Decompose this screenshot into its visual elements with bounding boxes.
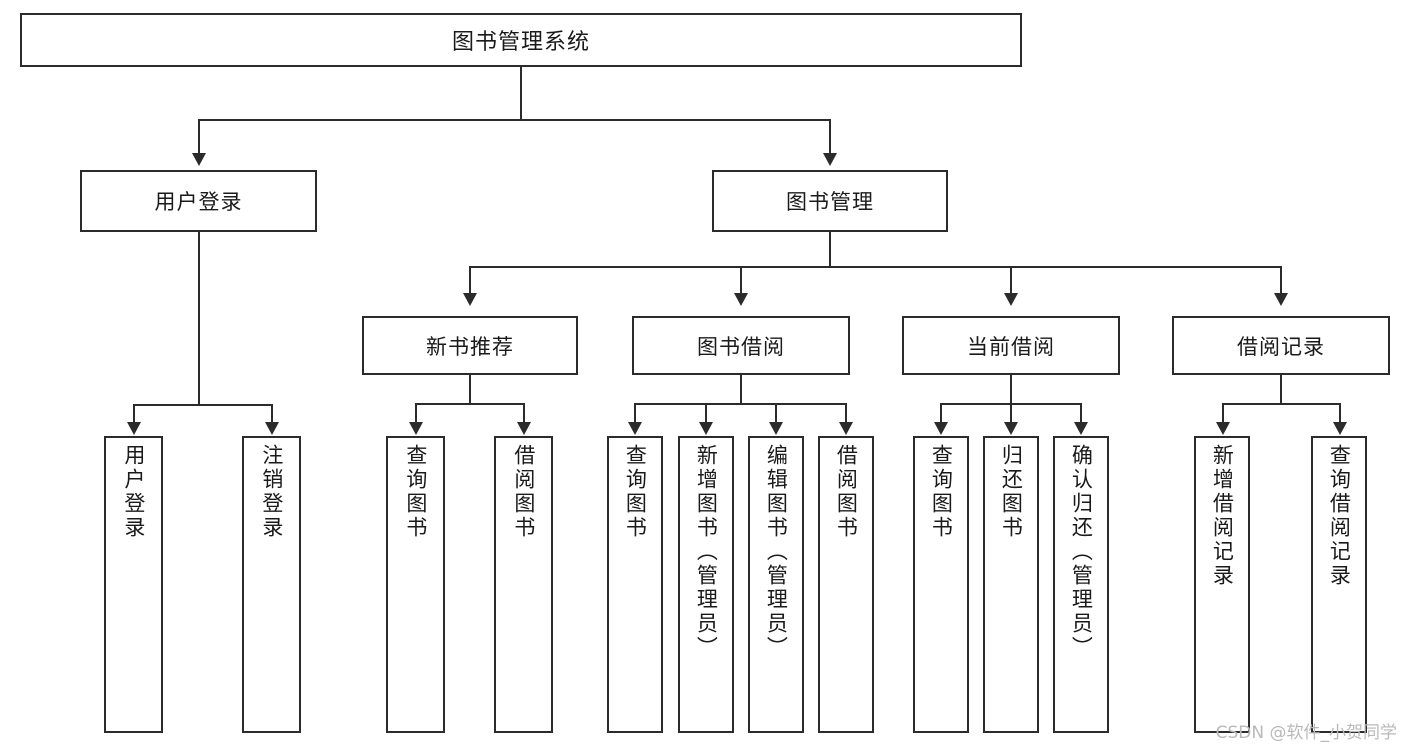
leaf-new-book-recommend-0[interactable]: 查询图书 [386, 436, 445, 733]
node-label: 图书管理 [786, 190, 874, 214]
arrowhead-to-borrow-record [1274, 293, 1288, 306]
arrowhead-current-borrow-child-1 [1004, 422, 1018, 435]
connector-root-stem [520, 67, 522, 120]
arrowhead-new-book-recommend-child-0 [409, 422, 423, 435]
node-label: 用户登录 [154, 190, 243, 214]
leaf-book-borrow-0[interactable]: 查询图书 [607, 436, 663, 733]
arrowhead-current-borrow-child-2 [1074, 422, 1088, 435]
connector-to-new-book-recommend [469, 266, 471, 293]
leaf-label: 查询图书 [929, 444, 954, 540]
connector-borrow-record-child-1 [1339, 403, 1341, 422]
node-borrow-record[interactable]: 借阅记录 [1172, 316, 1390, 375]
arrowhead-book-borrow-child-3 [839, 422, 853, 435]
connector-borrow-record-bus [1222, 403, 1340, 405]
arrowhead-borrow-record-child-1 [1333, 422, 1347, 435]
connector-borrow-record-child-0 [1222, 403, 1224, 422]
leaf-book-borrow-2[interactable]: 编辑图书（管理员） [748, 436, 804, 733]
leaf-label: 编辑图书（管理员） [764, 444, 789, 660]
connector-level2-bus [198, 119, 830, 121]
arrowhead-to-book-borrow [734, 293, 748, 306]
connector-to-current-borrow [1010, 266, 1012, 293]
leaf-label: 新增借阅记录 [1210, 444, 1235, 588]
leaf-label: 查询借阅记录 [1327, 444, 1352, 588]
leaf-label: 归还图书 [999, 444, 1024, 540]
node-label: 当前借阅 [967, 334, 1055, 359]
node-root-book-management-system[interactable]: 图书管理系统 [20, 13, 1022, 67]
connector-new-book-recommend-stem [469, 375, 471, 404]
leaf-book-borrow-1[interactable]: 新增图书（管理员） [678, 436, 734, 733]
node-label: 图书借阅 [697, 334, 785, 359]
leaf-label: 查询图书 [403, 444, 428, 540]
arrowhead-user-login-child-1 [265, 422, 279, 435]
connector-current-borrow-child-2 [1080, 403, 1082, 422]
leaf-borrow-record-1[interactable]: 查询借阅记录 [1311, 436, 1367, 733]
connector-book-borrow-child-2 [775, 403, 777, 422]
leaf-label: 查询图书 [623, 444, 648, 540]
leaf-current-borrow-1[interactable]: 归还图书 [983, 436, 1039, 733]
connector-book-borrow-bus [634, 403, 847, 405]
connector-level3-bus [469, 266, 1281, 268]
connector-user-login-bus [133, 404, 272, 406]
node-label: 新书推荐 [426, 334, 514, 359]
node-label: 图书管理系统 [451, 30, 590, 55]
connector-to-book-management [829, 119, 831, 153]
node-book-borrow[interactable]: 图书借阅 [632, 316, 850, 375]
node-label: 借阅记录 [1237, 334, 1325, 359]
leaf-borrow-record-0[interactable]: 新增借阅记录 [1194, 436, 1250, 733]
connector-current-borrow-child-1 [1010, 403, 1012, 422]
leaf-user-login-0[interactable]: 用户登录 [104, 436, 163, 733]
connector-user-login-stem [198, 232, 200, 405]
connector-new-book-recommend-bus [415, 403, 524, 405]
leaf-label: 确认归还（管理员） [1069, 444, 1094, 660]
arrowhead-book-borrow-child-0 [628, 422, 642, 435]
node-user-login[interactable]: 用户登录 [80, 170, 317, 232]
connector-book-management-stem [829, 232, 831, 267]
connector-to-user-login [198, 119, 200, 153]
arrowhead-book-borrow-child-1 [699, 422, 713, 435]
leaf-current-borrow-0[interactable]: 查询图书 [913, 436, 969, 733]
leaf-user-login-1[interactable]: 注销登录 [242, 436, 301, 733]
leaf-current-borrow-2[interactable]: 确认归还（管理员） [1053, 436, 1109, 733]
leaf-label: 新增图书（管理员） [694, 444, 719, 660]
connector-borrow-record-stem [1280, 375, 1282, 404]
connector-book-borrow-stem [740, 375, 742, 404]
arrowhead-to-new-book-recommend [463, 293, 477, 306]
node-new-book-recommend[interactable]: 新书推荐 [362, 316, 578, 375]
connector-user-login-child-1 [271, 404, 273, 422]
arrowhead-to-current-borrow [1004, 293, 1018, 306]
arrowhead-to-book-management [823, 153, 837, 166]
node-book-management[interactable]: 图书管理 [712, 170, 948, 232]
connector-current-borrow-child-0 [940, 403, 942, 422]
leaf-book-borrow-3[interactable]: 借阅图书 [818, 436, 874, 733]
connector-to-borrow-record [1280, 266, 1282, 293]
arrowhead-current-borrow-child-0 [934, 422, 948, 435]
leaf-label: 借阅图书 [834, 444, 859, 540]
connector-to-book-borrow [740, 266, 742, 293]
arrowhead-user-login-child-0 [127, 422, 141, 435]
connector-user-login-child-0 [133, 404, 135, 422]
arrowhead-borrow-record-child-0 [1216, 422, 1230, 435]
connector-book-borrow-child-1 [705, 403, 707, 422]
arrowhead-to-user-login [192, 153, 206, 166]
csdn-watermark: CSDN @软件_小贺同学 [1215, 723, 1397, 743]
node-current-borrow[interactable]: 当前借阅 [902, 316, 1120, 375]
arrowhead-book-borrow-child-2 [769, 422, 783, 435]
leaf-label: 借阅图书 [511, 444, 536, 540]
connector-new-book-recommend-child-0 [415, 403, 417, 422]
leaf-label: 注销登录 [259, 444, 284, 540]
connector-new-book-recommend-child-1 [523, 403, 525, 422]
leaf-label: 用户登录 [121, 444, 146, 540]
leaf-new-book-recommend-1[interactable]: 借阅图书 [494, 436, 553, 733]
connector-book-borrow-child-3 [845, 403, 847, 422]
arrowhead-new-book-recommend-child-1 [517, 422, 531, 435]
connector-book-borrow-child-0 [634, 403, 636, 422]
connector-current-borrow-stem [1010, 375, 1012, 404]
